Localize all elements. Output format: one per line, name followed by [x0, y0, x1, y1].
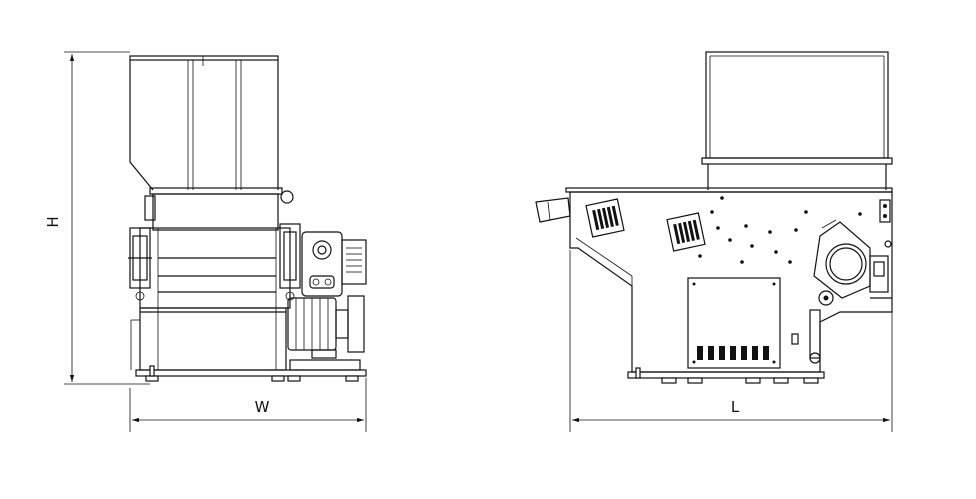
dimension-height: H	[44, 51, 150, 385]
front-hopper	[129, 55, 294, 204]
dimension-length: L	[569, 250, 893, 432]
rotor-housing	[813, 219, 892, 299]
height-label: H	[44, 216, 62, 227]
side-body	[535, 191, 893, 384]
dimension-width: W	[129, 378, 367, 432]
side-bolts	[698, 196, 862, 264]
side-foot	[687, 377, 703, 384]
hydraulic-cylinder	[791, 290, 834, 364]
button-indicator-top	[883, 204, 887, 208]
control-panel	[687, 277, 781, 369]
side-leg	[635, 367, 641, 379]
side-view	[535, 51, 893, 384]
side-hopper	[565, 51, 893, 193]
front-view	[128, 55, 367, 382]
front-motor	[287, 295, 365, 371]
gauge-small	[884, 240, 892, 248]
button-indicator-bottom	[883, 214, 887, 218]
width-label: W	[255, 398, 270, 416]
side-foot	[803, 377, 819, 384]
front-gearbox	[301, 231, 367, 297]
side-base	[627, 371, 825, 379]
vent-panel-right	[666, 212, 706, 252]
side-foot	[773, 377, 789, 384]
vent-panel-left	[585, 198, 625, 238]
front-chamber	[128, 193, 301, 309]
length-label: L	[731, 398, 740, 416]
front-frame	[130, 307, 367, 382]
side-foot	[661, 377, 677, 384]
control-box-right	[879, 199, 891, 223]
side-foot	[745, 377, 761, 384]
